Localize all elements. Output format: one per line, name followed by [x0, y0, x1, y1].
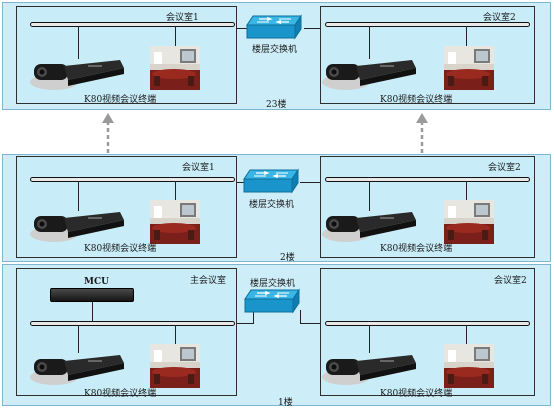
network-switch-icon — [243, 288, 301, 314]
connector-line — [175, 26, 176, 48]
connector-line — [175, 325, 176, 347]
floor-1-room-1-label: 主会议室 — [190, 276, 227, 286]
meeting-room-photo-icon — [150, 344, 200, 388]
connector-line — [237, 323, 253, 324]
floor-23-room-2-label: 会议室2 — [483, 13, 516, 23]
video-conference-terminal-icon — [320, 50, 420, 92]
connector-line — [78, 325, 79, 353]
floor-2-room-2-label: 会议室2 — [488, 163, 521, 173]
floor-23-room-1-bus — [30, 22, 235, 27]
floor-23-room-1-terminal-label: K80视频会议终端 — [84, 95, 157, 105]
floor-1-room-2-label: 会议室2 — [494, 276, 527, 286]
video-conference-terminal-icon — [28, 50, 128, 92]
floor-1-room-2-terminal-label: K80视频会议终端 — [380, 389, 453, 399]
connector-line — [175, 181, 176, 203]
dashed-arrow-up-icon — [102, 113, 114, 153]
floor-2-room-1-label: 会议室1 — [182, 163, 215, 173]
connector-line — [466, 181, 467, 203]
meeting-room-photo-icon — [150, 200, 200, 244]
video-conference-terminal-icon — [320, 345, 420, 387]
connector-line — [369, 26, 370, 59]
meeting-room-photo-icon — [444, 46, 494, 90]
floor-2-room-1-bus — [30, 177, 235, 182]
meeting-room-photo-icon — [150, 46, 200, 90]
connector-line — [300, 323, 320, 324]
connector-line — [78, 181, 79, 211]
connector-line — [304, 28, 320, 29]
floor-1-label: 1楼 — [278, 398, 293, 408]
floor-23-label: 23楼 — [266, 100, 287, 110]
connector-line — [92, 302, 93, 321]
dashed-arrow-up-icon — [416, 113, 428, 153]
video-conference-terminal-icon — [320, 202, 420, 244]
connector-line — [369, 325, 370, 353]
connector-line — [369, 181, 370, 211]
connector-line — [300, 310, 301, 324]
floor-1-mcu-label: MCU — [84, 277, 109, 287]
floor-23-room-2-bus — [325, 22, 530, 27]
connector-line — [253, 310, 254, 324]
connector-line — [237, 182, 245, 183]
floor-1-room-1-bus — [30, 321, 235, 326]
meeting-room-photo-icon — [444, 200, 494, 244]
floor-23-room-2-terminal-label: K80视频会议终端 — [380, 95, 453, 105]
connector-line — [300, 182, 320, 183]
floor-2-switch-label: 楼层交换机 — [249, 200, 295, 210]
floor-1-room-2-bus — [325, 321, 530, 326]
meeting-room-photo-icon — [444, 344, 494, 388]
connector-line — [466, 26, 467, 48]
floor-2-room-2-terminal-label: K80视频会议终端 — [380, 244, 453, 254]
connector-line — [237, 28, 249, 29]
connector-line — [78, 26, 79, 59]
floor-1-room-1-terminal-label: K80视频会议终端 — [84, 389, 157, 399]
video-conference-terminal-icon — [28, 202, 128, 244]
floor-23-room-1-label: 会议室1 — [166, 13, 199, 23]
floor-23-switch-label: 楼层交换机 — [252, 45, 298, 55]
video-conference-terminal-icon — [28, 345, 128, 387]
floor-2-label: 2楼 — [280, 253, 295, 263]
mcu-device-icon — [50, 288, 134, 302]
connector-line — [466, 325, 467, 347]
floor-2-room-2-bus — [325, 177, 530, 182]
network-switch-icon — [242, 168, 300, 194]
floor-1-switch-label: 楼层交换机 — [250, 279, 296, 289]
network-switch-icon — [245, 14, 303, 40]
floor-2-room-1-terminal-label: K80视频会议终端 — [84, 244, 157, 254]
